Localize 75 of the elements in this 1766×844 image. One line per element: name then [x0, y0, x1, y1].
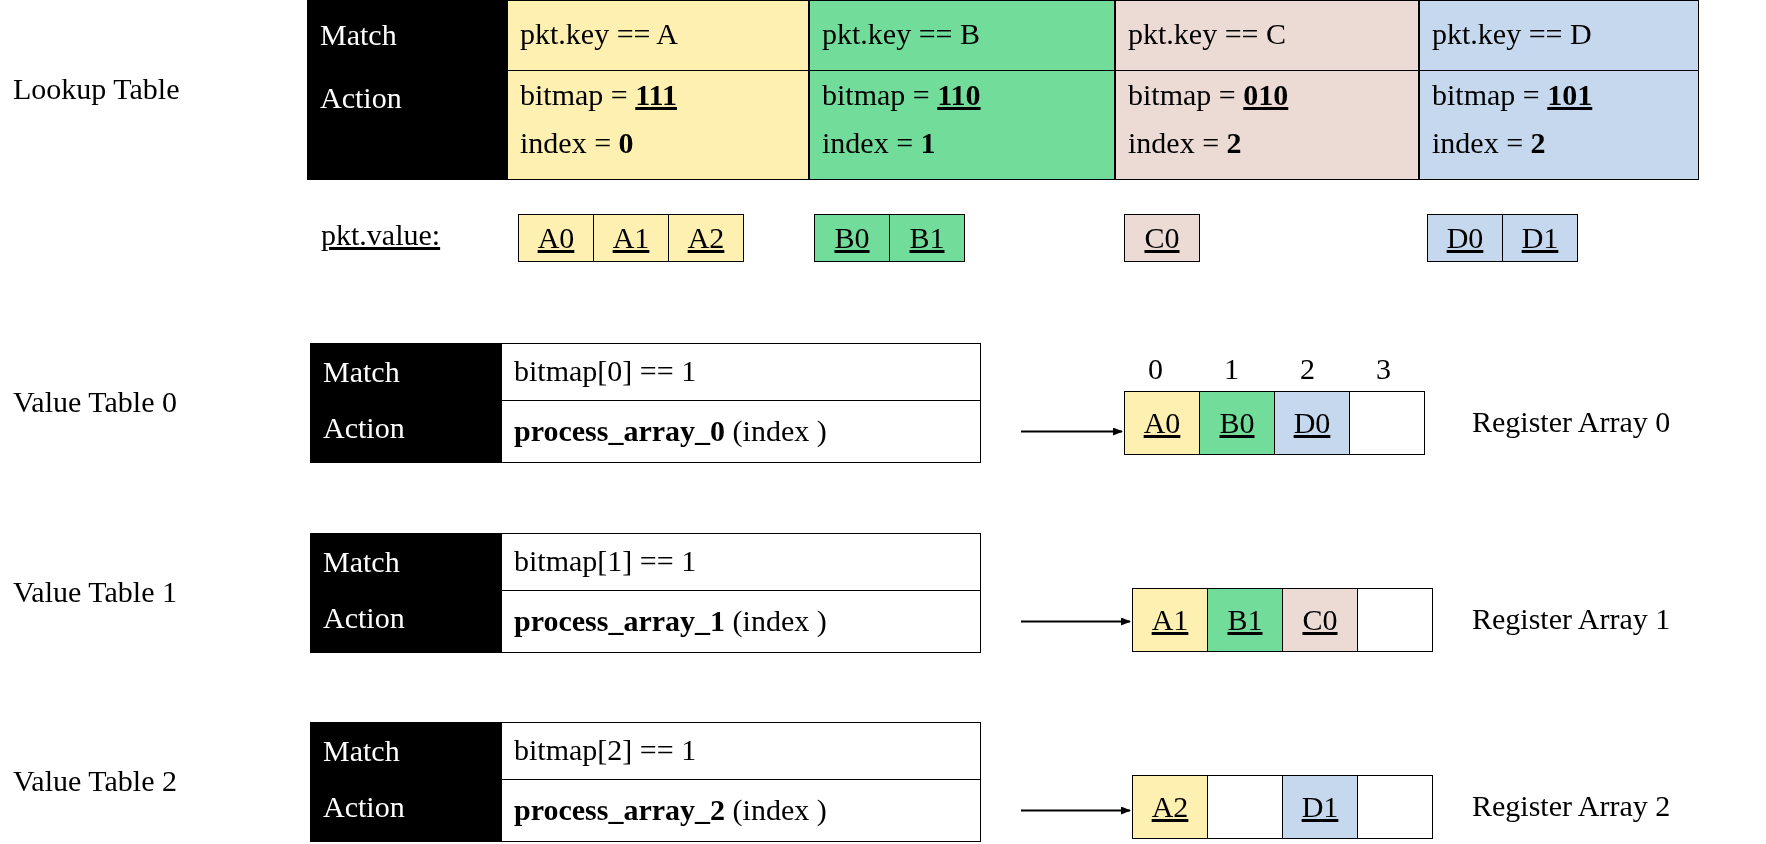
- value-cell: D1: [1502, 214, 1578, 262]
- value-cell: B1: [889, 214, 965, 262]
- table-title: Value Table 1: [13, 575, 177, 609]
- cell-text: process_array_1 (index ): [514, 603, 827, 638]
- value-table: [13, 533, 983, 653]
- value-cell: B0: [814, 214, 890, 262]
- value-cell: A2: [1132, 775, 1208, 839]
- value-cell: D0: [1274, 391, 1350, 455]
- cell-text: bitmap[0] == 1: [514, 354, 697, 388]
- value-table: [13, 343, 983, 463]
- action-text: index = 0: [519, 125, 635, 161]
- match-rule: pkt.key == C: [1116, 1, 1418, 71]
- table-title: Value Table 0: [13, 385, 177, 419]
- row-label: Match: [323, 733, 400, 768]
- value-cell: B1: [1207, 588, 1283, 652]
- header-cell: [310, 722, 502, 842]
- action-text: index = 2: [1127, 125, 1243, 161]
- index-number: 2: [1300, 352, 1315, 386]
- value-cell: D1: [1282, 775, 1358, 839]
- header-cell: [310, 533, 502, 653]
- value-cell: B0: [1199, 391, 1275, 455]
- table-cell: [1419, 0, 1699, 180]
- cell-text: process_array_2 (index ): [514, 792, 827, 827]
- row-label: Match: [320, 18, 397, 52]
- cell-text: process_array_0 (index ): [514, 413, 827, 448]
- arrow: [1020, 806, 1131, 815]
- lookup-table: [13, 0, 1700, 180]
- match-rule: pkt.key == B: [810, 1, 1114, 71]
- header-cell: [307, 0, 507, 180]
- row-label: Action: [323, 411, 405, 445]
- value-cell: A0: [518, 214, 594, 262]
- action-text: bitmap = 111: [519, 77, 678, 113]
- match-rule: pkt.key == A: [508, 1, 808, 71]
- row-label: Action: [323, 601, 405, 635]
- match-rule: pkt.key == D: [1420, 1, 1698, 71]
- action-text: bitmap = 101: [1431, 77, 1594, 113]
- table-title: Register Array 1: [1472, 602, 1671, 636]
- table-cell: [501, 590, 981, 653]
- value-table: [13, 722, 983, 842]
- table-cell: [501, 533, 981, 591]
- action-text: index = 2: [1431, 125, 1547, 161]
- arrow: [1020, 427, 1123, 436]
- row-label: Match: [323, 354, 400, 389]
- table-cell: [809, 0, 1115, 180]
- row-label: Action: [320, 81, 402, 115]
- value-cell: C0: [1124, 214, 1200, 262]
- table-cell: [1115, 0, 1419, 180]
- value-cell: D0: [1427, 214, 1503, 262]
- index-number: 1: [1224, 352, 1239, 386]
- index-number: 0: [1148, 352, 1163, 386]
- header-cell: [310, 343, 502, 463]
- action-text: bitmap = 010: [1127, 77, 1290, 113]
- value-caption: pkt.value:: [321, 218, 441, 252]
- table-cell: [501, 400, 981, 463]
- table-title: Register Array 2: [1472, 789, 1671, 823]
- value-cell: C0: [1282, 588, 1358, 652]
- table-title: Lookup Table: [13, 72, 180, 106]
- cell-text: bitmap[1] == 1: [514, 544, 697, 578]
- row-label: Action: [323, 790, 405, 824]
- action-text: index = 1: [821, 125, 937, 161]
- table-cell: [507, 0, 809, 180]
- value-cell: A1: [1132, 588, 1208, 652]
- value-cell: A1: [593, 214, 669, 262]
- value-cell: A0: [1124, 391, 1200, 455]
- row-label: Match: [323, 544, 400, 579]
- table-title: Register Array 0: [1472, 405, 1671, 439]
- cell-text: bitmap[2] == 1: [514, 733, 697, 767]
- table-cell: [501, 722, 981, 780]
- table-cell: [501, 779, 981, 842]
- table-title: Value Table 2: [13, 764, 177, 798]
- action-text: bitmap = 110: [821, 77, 982, 113]
- table-cell: [501, 343, 981, 401]
- value-cell: A2: [668, 214, 744, 262]
- index-number: 3: [1376, 352, 1391, 386]
- arrow: [1020, 617, 1131, 626]
